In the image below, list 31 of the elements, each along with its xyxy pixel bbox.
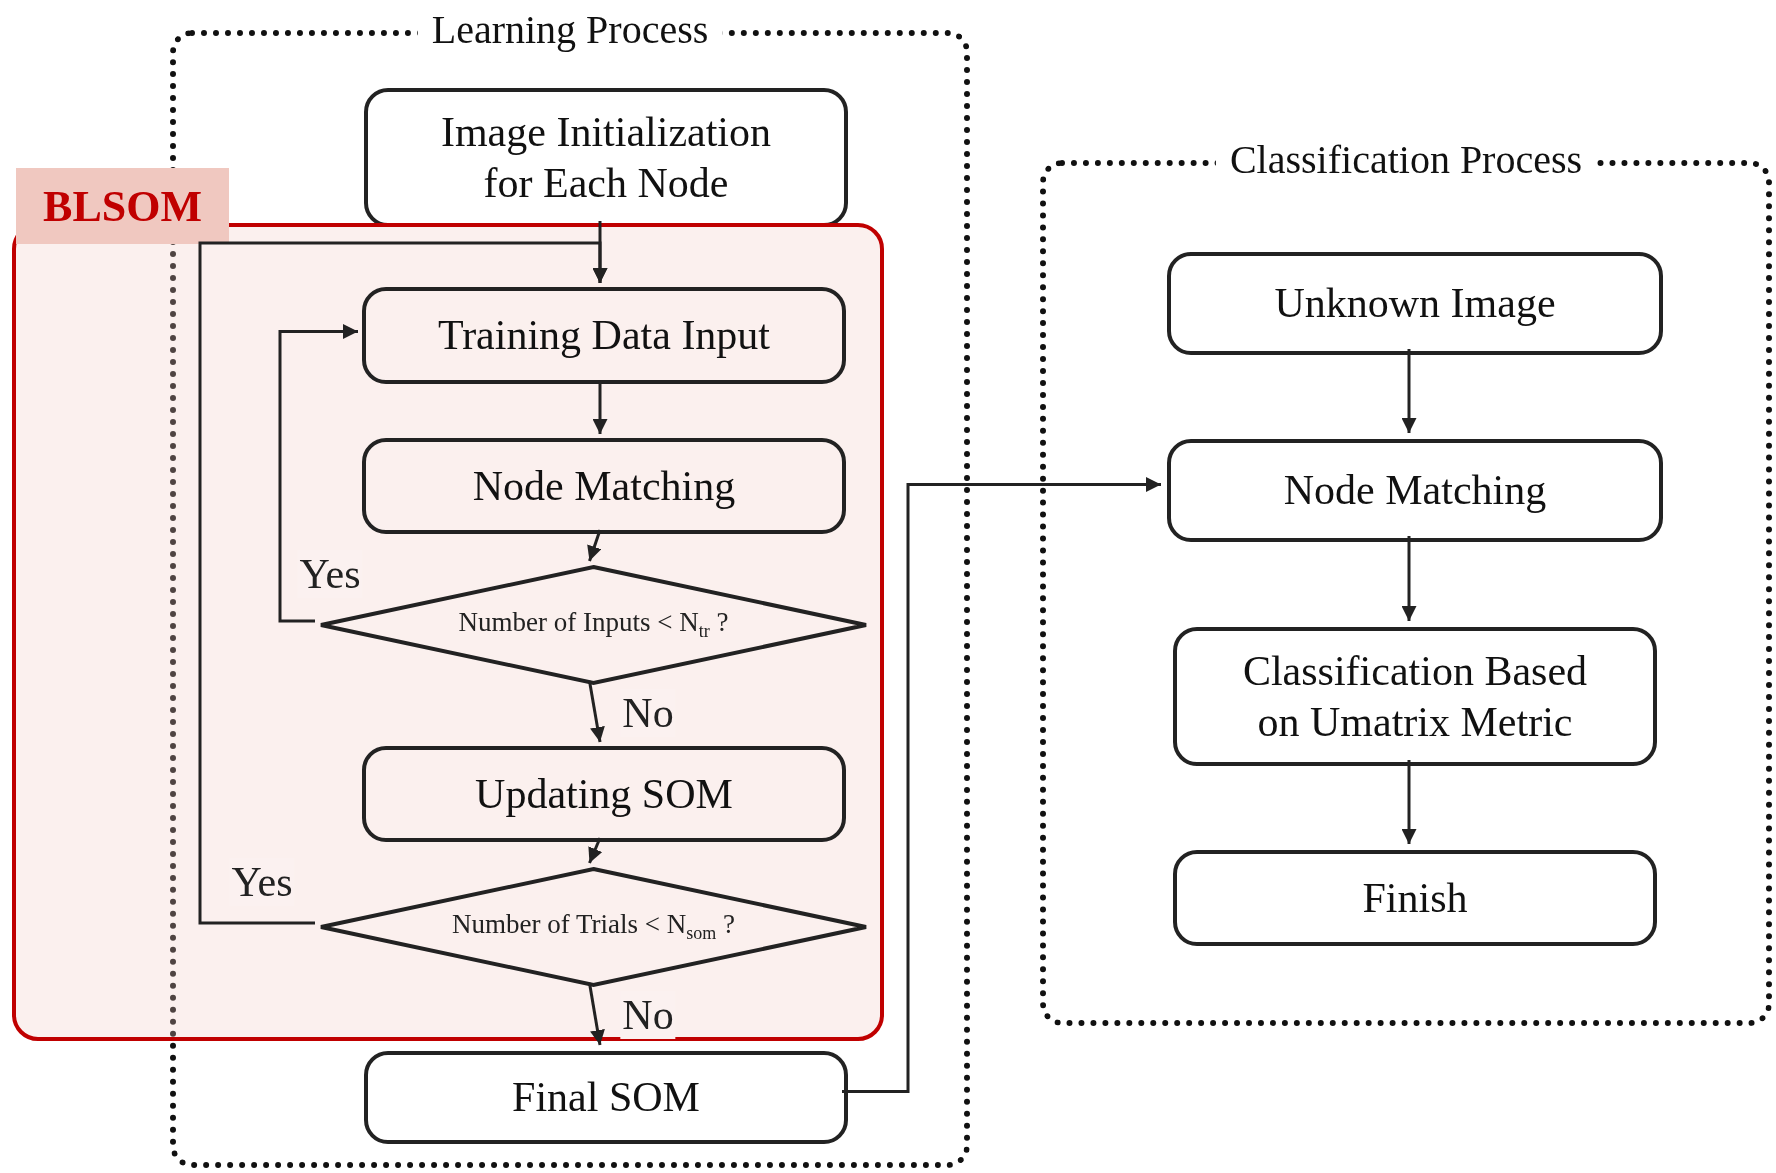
decision-diamond: [319, 867, 868, 987]
process-box: [364, 1051, 848, 1144]
process-box: [1167, 252, 1663, 355]
process-box: [1173, 627, 1657, 766]
process-box: [1173, 850, 1657, 946]
arrow: [198, 241, 608, 925]
arrow: [588, 982, 605, 1046]
process-label: Final SOM: [511, 1073, 701, 1123]
process-label: Unknown Image: [1273, 279, 1557, 329]
process-label: Updating SOM: [474, 769, 734, 819]
process-label: Image Initialization for Each Node: [439, 108, 772, 208]
arrow: [588, 837, 603, 864]
process-box: [362, 287, 846, 384]
process-label: Node Matching: [471, 461, 737, 511]
arrow: [842, 477, 1161, 1093]
decision-label: Number of Trials < N$_{som}$ ?: [452, 909, 735, 945]
arrow: [588, 680, 605, 743]
arrow: [1401, 349, 1417, 433]
region-tag: BLSOM: [16, 168, 229, 244]
arrow: [278, 324, 358, 623]
process-label: Node Matching: [1282, 466, 1548, 516]
process-label: Classification Based on Umatrix Metric: [1241, 647, 1589, 747]
process-label: Training Data Input: [436, 311, 772, 361]
process-box: [362, 438, 846, 534]
process-box: [1167, 439, 1663, 542]
process-box: [362, 746, 846, 842]
arrow: [587, 529, 602, 562]
decision-label: Number of Inputs < N$_{tr}$ ?: [458, 607, 729, 643]
process-label: Finish: [1361, 873, 1469, 923]
arrow: [1401, 760, 1417, 844]
arrow: [1401, 536, 1417, 621]
